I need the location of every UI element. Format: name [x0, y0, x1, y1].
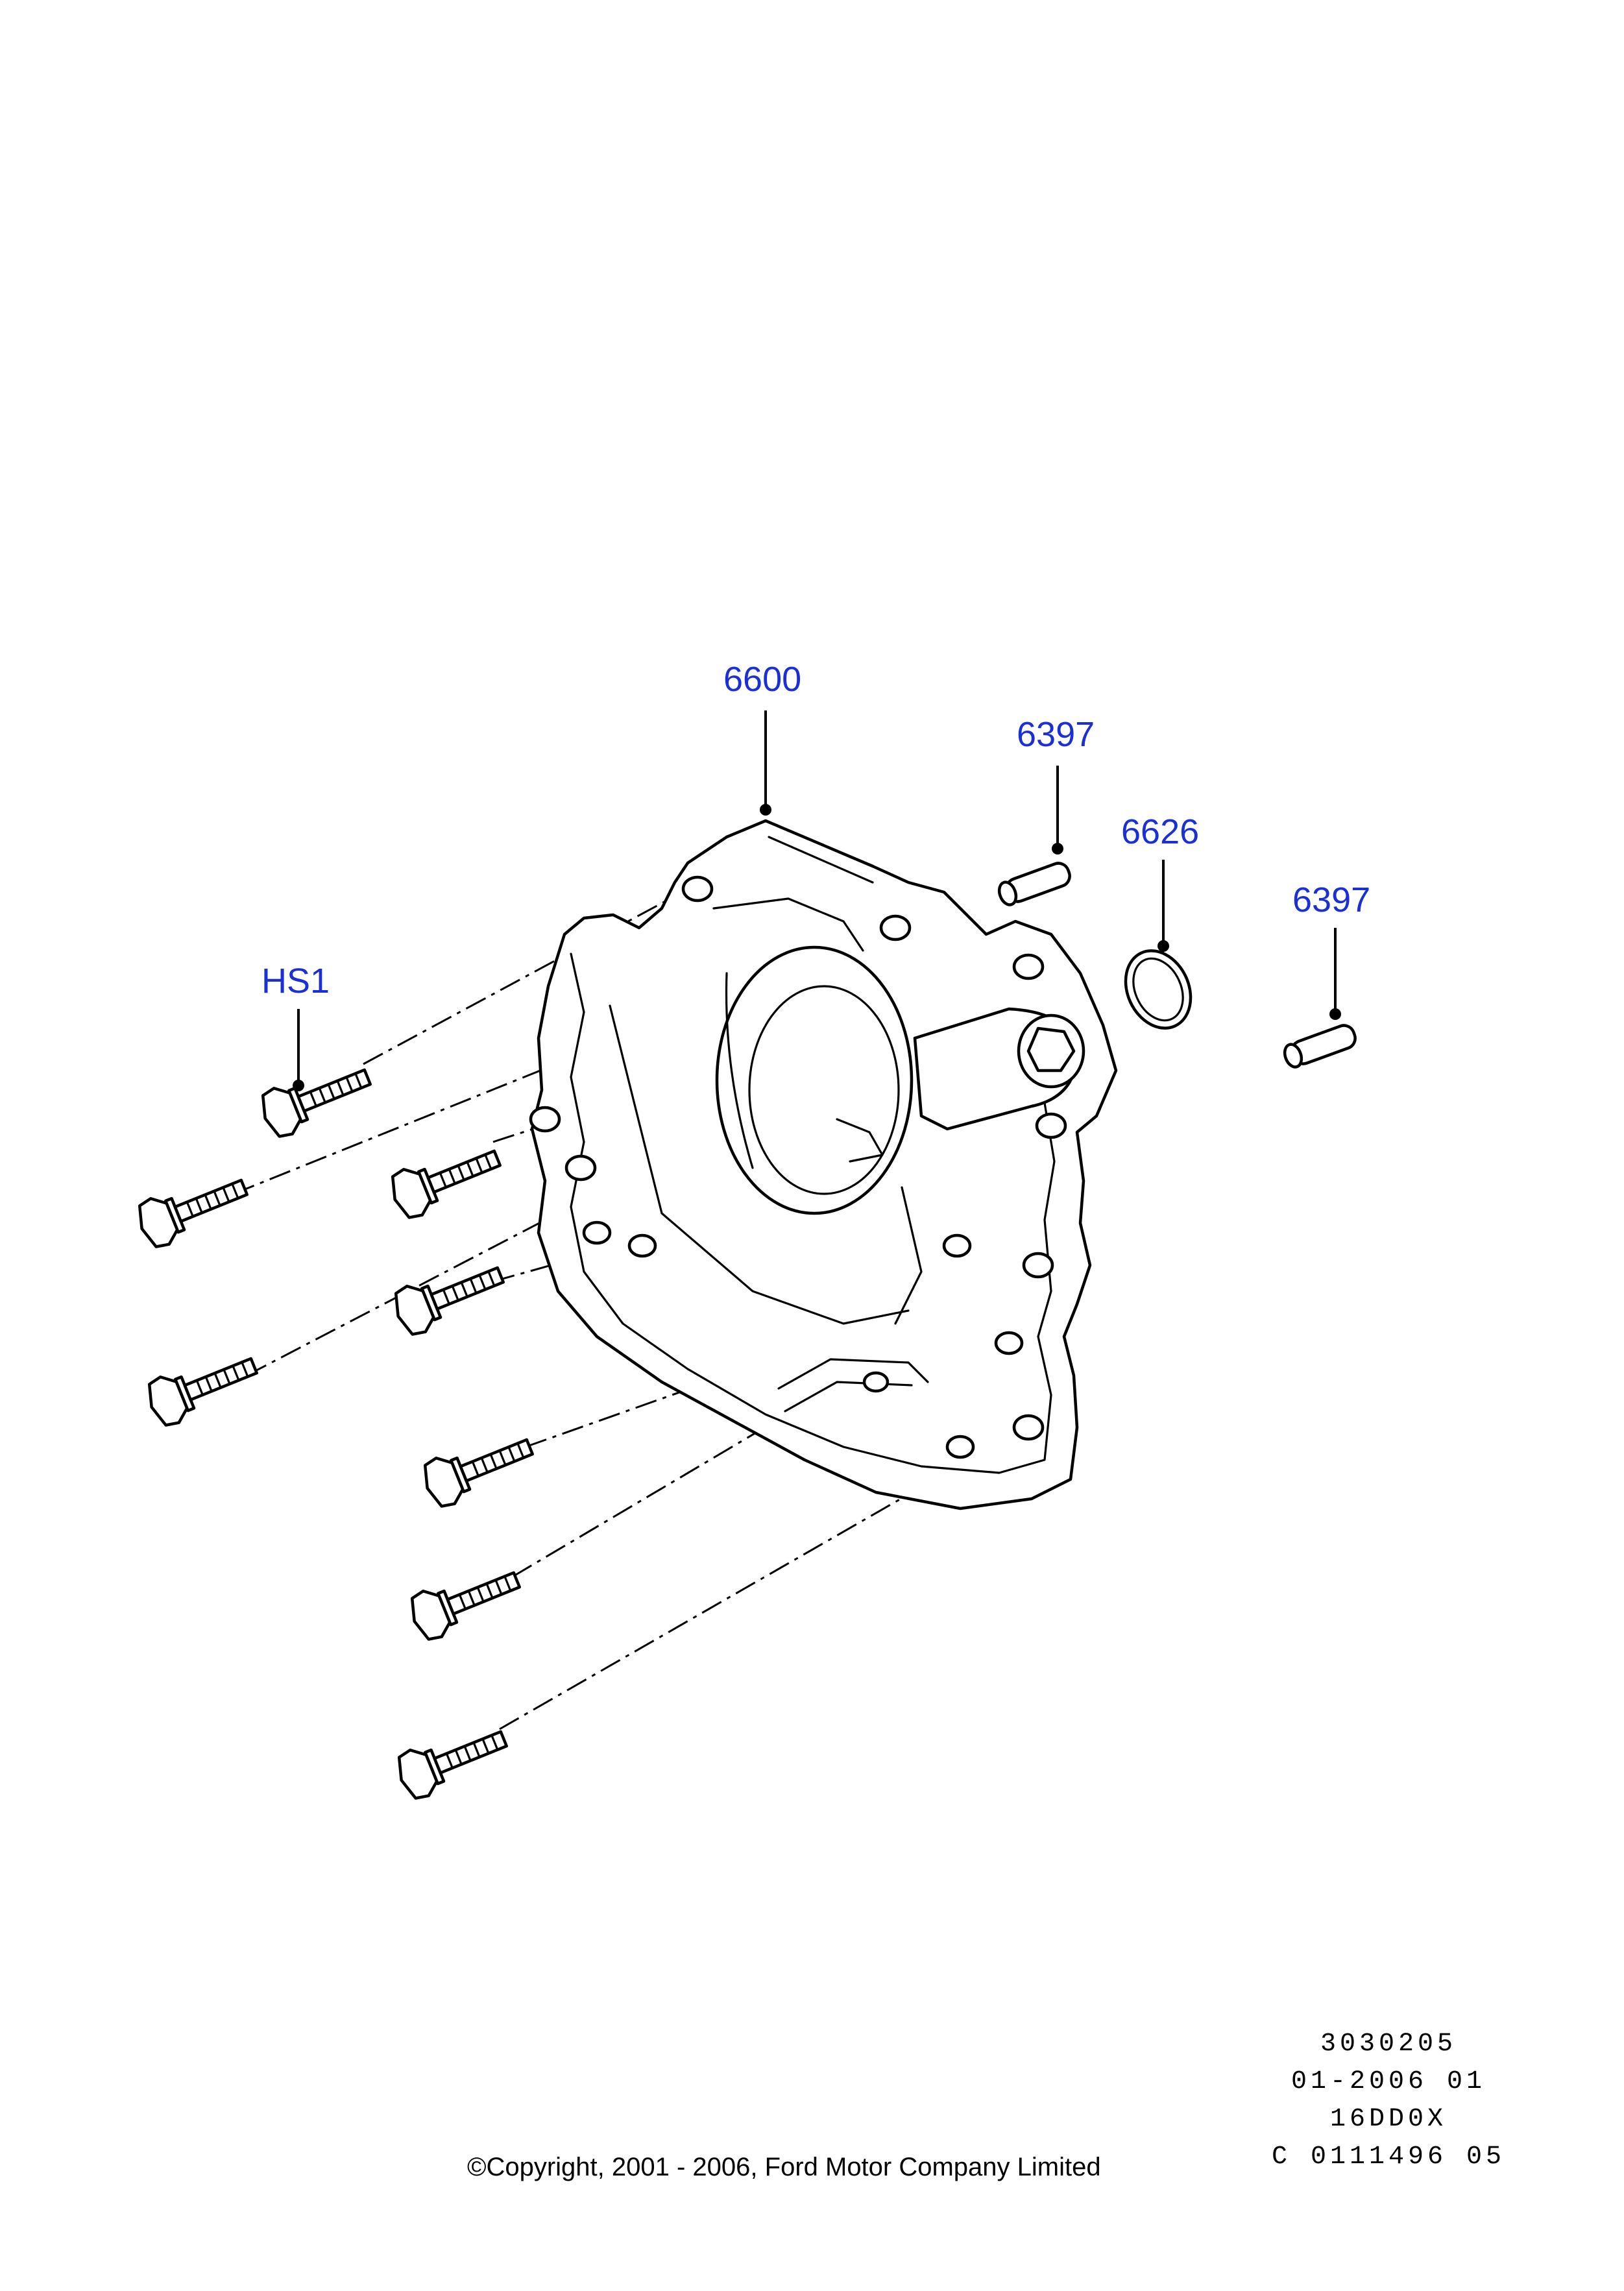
callout-6626[interactable]: 6626 [1121, 812, 1199, 851]
copyright-notice: ©Copyright, 2001 - 2006, Ford Motor Comp… [467, 2153, 1101, 2181]
reference-code-1: 3030205 [1320, 2030, 1457, 2059]
reference-code-4: C 0111496 05 [1271, 2142, 1506, 2172]
bolt [394, 1266, 505, 1336]
dowel-upper [997, 862, 1071, 906]
oil-pump-housing [529, 819, 1118, 1510]
dowel-right [1283, 1024, 1357, 1069]
o-ring [1124, 949, 1193, 1030]
bolts [138, 1068, 535, 1800]
bolt [138, 1178, 249, 1248]
callout-6397-right[interactable]: 6397 [1292, 880, 1370, 919]
bolt [410, 1571, 522, 1641]
bolt [397, 1730, 509, 1800]
bolt [147, 1357, 259, 1427]
callout-6397-upper[interactable]: 6397 [1017, 715, 1095, 754]
reference-code-3: 16DD0X [1329, 2105, 1448, 2134]
leaders [293, 710, 1341, 1091]
callout-6600[interactable]: 6600 [723, 660, 801, 699]
bolt-hs1 [261, 1068, 372, 1138]
bolt [423, 1438, 535, 1508]
bolt [391, 1149, 502, 1219]
reference-code-2: 01-2006 01 [1291, 2067, 1486, 2096]
callout-hs1[interactable]: HS1 [261, 962, 330, 1000]
